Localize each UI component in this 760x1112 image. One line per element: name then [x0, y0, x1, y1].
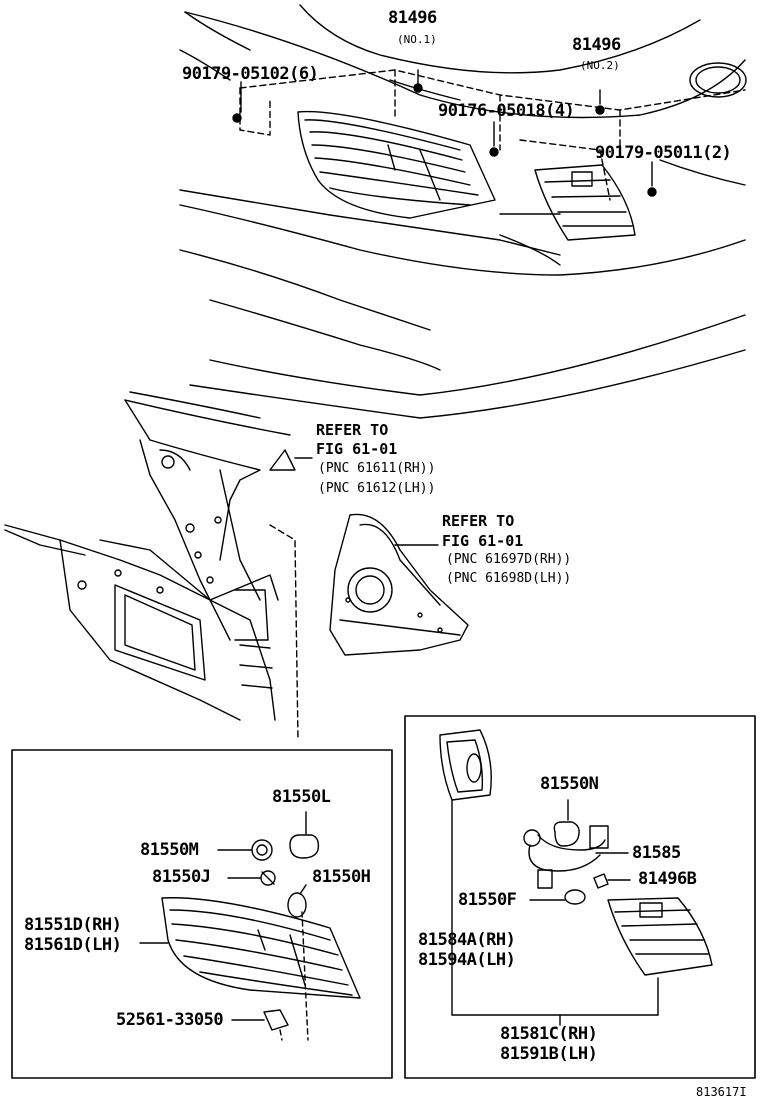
label-81550m: 81550M — [140, 840, 199, 860]
left-detail-box — [11, 749, 393, 1079]
label-81550n: 81550N — [540, 774, 599, 794]
label-pnc-61611: (PNC 61611(RH)) — [318, 461, 436, 476]
label-pnc-61697d: (PNC 61697D(RH)) — [446, 552, 572, 567]
right-detail-box — [404, 715, 756, 1079]
label-pnc-61698d: (PNC 61698D(LH)) — [446, 571, 572, 586]
rear-combination-lamp-top — [297, 110, 496, 219]
label-81584a-rh: 81584A(RH) — [418, 930, 516, 950]
label-90179-05102: 90179-05102(6) — [182, 64, 319, 84]
label-81561d-lh: 81561D(LH) — [24, 935, 122, 955]
socket-bulb-81550F — [529, 869, 586, 905]
label-81594a-lh: 81594A(LH) — [418, 950, 516, 970]
socket-81550J — [227, 870, 276, 886]
label-81550f: 81550F — [458, 890, 517, 910]
left-box-dashed — [279, 911, 309, 1041]
lamp-housing-81584A — [439, 729, 659, 1016]
socket-81550M — [217, 839, 273, 861]
label-no2: (NO.2) — [580, 59, 620, 72]
label-81585: 81585 — [632, 843, 681, 863]
fasteners-top — [232, 83, 657, 197]
label-81496b: 81496B — [638, 869, 697, 889]
label-81550j: 81550J — [152, 867, 211, 887]
label-52561-33050: 52561-33050 — [116, 1010, 224, 1030]
label-81591b-lh: 81591B(LH) — [500, 1044, 598, 1064]
label-fig-1: FIG 61-01 — [316, 440, 398, 458]
label-81550h: 81550H — [312, 867, 371, 887]
bulb-81550H — [287, 884, 307, 918]
dashed-guides-top — [239, 69, 746, 201]
label-90179-05011: 90179-05011(2) — [595, 143, 732, 163]
quarter-panel-dashed — [269, 524, 299, 741]
rear-body-outline — [124, 4, 747, 436]
label-90176-05018: 90176-05018(4) — [438, 101, 575, 121]
label-refer-to-1: REFER TO — [316, 421, 389, 439]
quarter-panel-inner — [4, 399, 296, 721]
lamp-81551D — [139, 897, 361, 999]
figure-number: 813617I — [696, 1085, 747, 1099]
label-81581c-rh: 81581C(RH) — [500, 1024, 598, 1044]
back-door-lamp-top — [534, 164, 636, 241]
label-fig-2: FIG 61-01 — [442, 532, 524, 550]
side-trim-panel — [329, 513, 469, 656]
label-81496-no2: 81496 — [572, 35, 621, 55]
label-pnc-61612: (PNC 61612(LH)) — [318, 481, 436, 496]
screw-81496B — [593, 873, 631, 889]
label-81496-no1: 81496 — [388, 8, 437, 28]
label-81550l: 81550L — [272, 787, 331, 807]
label-81551d-rh: 81551D(RH) — [24, 915, 122, 935]
leader-lines-middle — [294, 457, 439, 546]
wire-81585 — [523, 825, 629, 872]
bulb-81550N — [553, 799, 580, 847]
bulb-81550L — [289, 811, 320, 859]
lamp-81581C — [607, 897, 713, 976]
leader-lines-top — [240, 69, 653, 215]
label-no1: (NO.1) — [397, 33, 437, 46]
label-refer-to-2: REFER TO — [442, 512, 515, 530]
clip-52561 — [231, 1009, 289, 1031]
